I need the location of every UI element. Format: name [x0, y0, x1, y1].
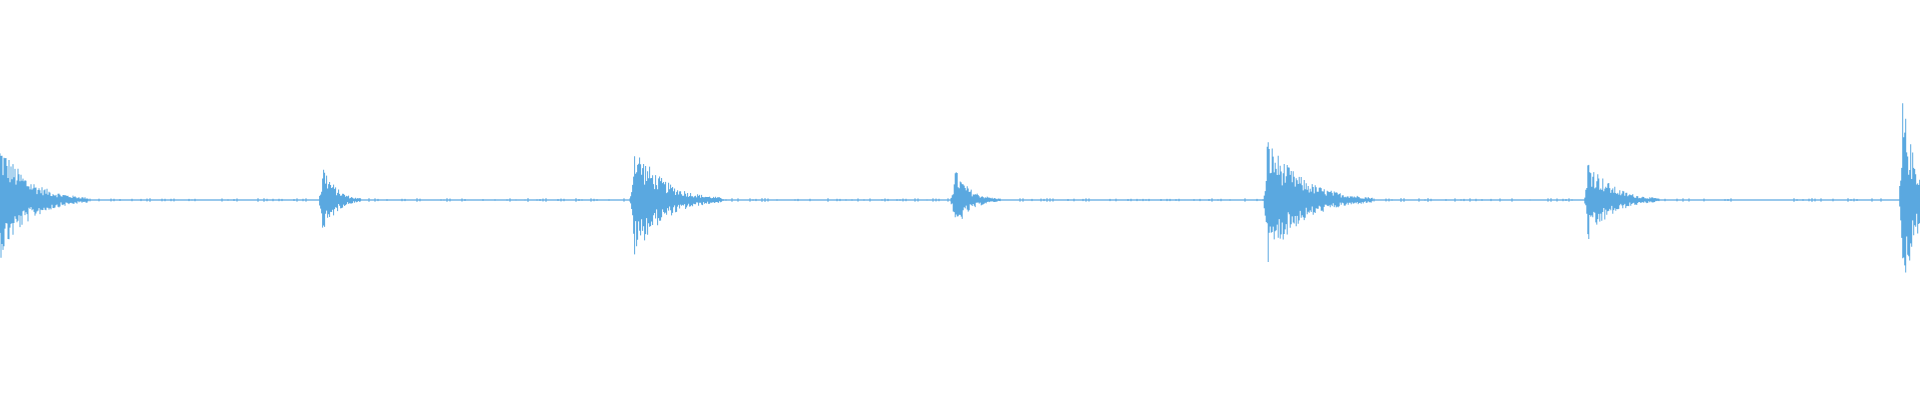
- waveform-transient: [950, 172, 1001, 219]
- transient-shape: [1584, 164, 1660, 239]
- waveform-transient: [1584, 164, 1660, 239]
- transient-shape: [1263, 142, 1373, 262]
- transient-shape: [630, 156, 723, 255]
- transient-shape: [0, 153, 89, 258]
- waveform-transient: [1899, 103, 1920, 273]
- transient-shape: [1899, 103, 1920, 273]
- waveform-transient: [0, 153, 89, 258]
- waveform-transient: [319, 169, 362, 228]
- waveform-transient: [1263, 142, 1373, 262]
- waveform-transient: [630, 156, 723, 255]
- waveform-noise-floor: [0, 198, 1912, 202]
- transient-shape: [950, 172, 1001, 219]
- transient-shape: [319, 169, 362, 228]
